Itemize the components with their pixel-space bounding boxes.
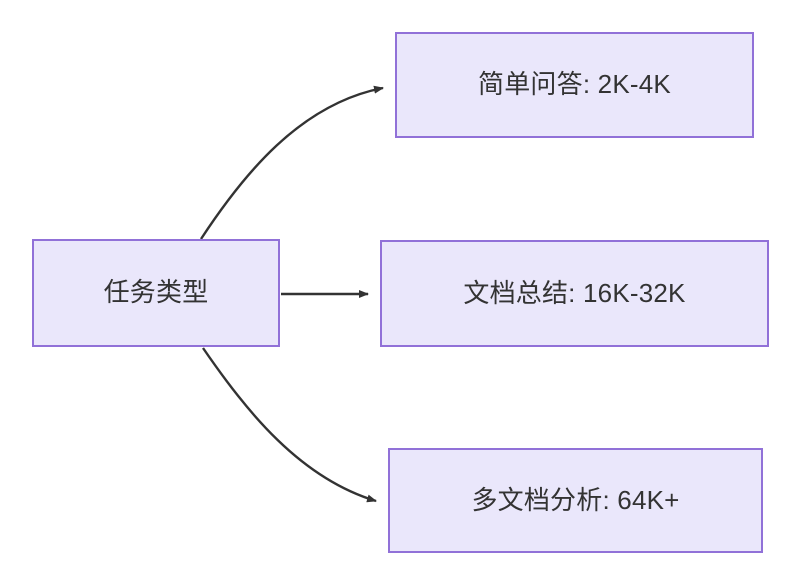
edge-task-type-to-simple-qa (199, 85, 384, 240)
node-simple-qa-label: 简单问答: 2K-4K (478, 69, 671, 100)
node-multi-doc-label: 多文档分析: 64K+ (471, 484, 680, 515)
node-task-type[interactable]: 任务类型 (32, 239, 280, 347)
edge-task-type-to-multi-doc (202, 347, 377, 503)
node-doc-sum-label: 文档总结: 16K-32K (463, 277, 686, 308)
node-doc-sum[interactable]: 文档总结: 16K-32K (380, 240, 769, 347)
node-simple-qa[interactable]: 简单问答: 2K-4K (395, 32, 754, 138)
node-multi-doc[interactable]: 多文档分析: 64K+ (388, 448, 763, 553)
node-task-type-label: 任务类型 (103, 277, 209, 308)
